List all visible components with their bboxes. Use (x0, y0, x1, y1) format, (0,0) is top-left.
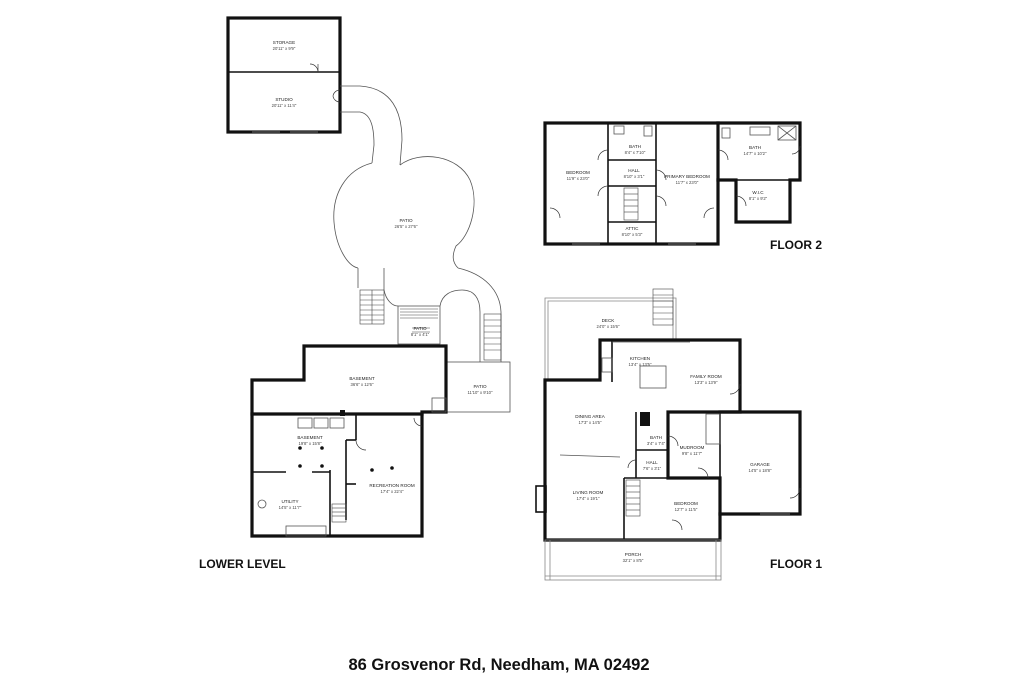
room-dining-area: DINING AREA 17'3" x 14'5" (575, 414, 606, 425)
room-name: BATH (629, 144, 641, 149)
room-name: PRIMARY BEDROOM (664, 174, 710, 179)
room-name: BASEMENT (297, 435, 322, 440)
room-dim: 36'6" x 12'6" (351, 382, 374, 387)
room-name: PATIO (413, 326, 427, 331)
room-name: W.I.C (752, 190, 764, 195)
room-dim: 11'7" x 23'0" (676, 180, 699, 185)
floor-label-floor-1: FLOOR 1 (770, 557, 822, 571)
room-name: FAMILY ROOM (690, 374, 722, 379)
room-dim: 20'11" x 9'9" (273, 46, 296, 51)
room-name: PATIO (473, 384, 487, 389)
room-mudroom: MUDROOM 9'8" x 11'7" (680, 445, 705, 456)
room-dim: 32'1" x 8'5" (623, 558, 644, 563)
room-hall-f2: HALL 8'10" x 3'1" (624, 168, 645, 179)
room-name: BATH (650, 435, 662, 440)
room-dim: 8'1" x 9'2" (749, 196, 768, 201)
room-storage: STORAGE 20'11" x 9'9" (273, 40, 296, 51)
room-utility: UTILITY 14'5" x 11'7" (279, 499, 302, 510)
floor2-walls (543, 121, 802, 246)
room-bath-f1: BATH 3'4" x 7'4" (647, 435, 666, 446)
room-name: PORCH (625, 552, 642, 557)
room-dim: 8'10" x 3'1" (624, 174, 645, 179)
room-dim: 14'5" x 11'7" (279, 505, 302, 510)
floor1-walls (535, 338, 802, 542)
room-patio-small: PATIO 8'1" x 4'1" (411, 326, 430, 337)
room-dim: 19'8" x 15'8" (299, 441, 322, 446)
room-studio: STUDIO 20'11" x 11'4" (272, 97, 297, 108)
room-name: PATIO (399, 218, 413, 223)
room-name: STUDIO (275, 97, 293, 102)
property-address: 86 Grosvenor Rd, Needham, MA 02492 (348, 656, 649, 674)
floor1-porch (544, 539, 722, 581)
room-name: UTILITY (281, 499, 298, 504)
room-dim: 14'5" x 18'8" (749, 468, 772, 473)
room-dim: 11'9" x 23'0" (567, 176, 590, 181)
room-name: DECK (602, 318, 616, 323)
room-dim: 14'7" x 10'2" (744, 151, 767, 156)
room-name: BEDROOM (566, 170, 590, 175)
room-dim: 24'0" x 15'6" (597, 324, 620, 329)
room-name: GARAGE (750, 462, 770, 467)
floor-label-floor-2: FLOOR 2 (770, 238, 822, 252)
patio-walkway (333, 85, 502, 362)
room-family-room: FAMILY ROOM 13'3" x 13'9" (690, 374, 722, 385)
room-basement-upper: BASEMENT 36'6" x 12'6" (349, 376, 374, 387)
room-patio-side: PATIO 11'10" x 9'10" (468, 384, 493, 395)
room-dim: 17'4" x 22'4" (381, 489, 404, 494)
room-name: BATH (749, 145, 761, 150)
room-deck: DECK 24'0" x 15'6" (597, 318, 620, 329)
small-patio (397, 305, 441, 345)
room-bedroom-f2-left: BEDROOM 11'9" x 23'0" (566, 170, 590, 181)
room-primary-bedroom: PRIMARY BEDROOM 11'7" x 23'0" (664, 174, 710, 185)
side-stairs (445, 313, 511, 413)
room-basement-lower: BASEMENT 19'8" x 15'8" (297, 435, 322, 446)
room-dim: 13'3" x 13'9" (695, 380, 718, 385)
room-porch: PORCH 32'1" x 8'5" (623, 552, 644, 563)
room-dim: 12'7" x 11'5" (675, 507, 698, 512)
room-attic: ATTIC 8'10" x 5'3" (622, 226, 643, 237)
room-bath-f2-primary: BATH 14'7" x 10'2" (744, 145, 767, 156)
room-recreation: RECREATION ROOM 17'4" x 22'4" (369, 483, 415, 494)
room-bedroom-f1: BEDROOM 12'7" x 11'5" (674, 501, 698, 512)
floor-label-lower-level: LOWER LEVEL (199, 557, 286, 571)
room-name: BEDROOM (674, 501, 698, 506)
room-bath-f2-hall: BATH 8'4" x 7'10" (625, 144, 646, 155)
room-kitchen: KITCHEN 13'4" x 13'5" (629, 356, 652, 367)
room-dim: 8'4" x 7'10" (625, 150, 646, 155)
outbuilding (226, 16, 342, 134)
room-dim: 8'10" x 5'3" (622, 232, 643, 237)
room-name: LIVING ROOM (573, 490, 604, 495)
room-dim: 26'5" x 27'6" (395, 224, 418, 229)
room-name: BASEMENT (349, 376, 374, 381)
room-hall-f1: HALL 7'6" x 3'1" (643, 460, 662, 471)
room-dim: 20'11" x 11'4" (272, 103, 297, 108)
room-name: STORAGE (273, 40, 295, 45)
room-dim: 17'4" x 19'1" (577, 496, 600, 501)
room-name: KITCHEN (630, 356, 650, 361)
lower-level-walls (250, 344, 448, 538)
room-name: ATTIC (626, 226, 640, 231)
room-name: RECREATION ROOM (369, 483, 415, 488)
room-name: MUDROOM (680, 445, 705, 450)
room-dim: 11'10" x 9'10" (468, 390, 493, 395)
room-dim: 9'8" x 11'7" (682, 451, 703, 456)
room-dim: 13'4" x 13'5" (629, 362, 652, 367)
room-dim: 7'6" x 3'1" (643, 466, 662, 471)
room-name: HALL (646, 460, 658, 465)
room-living-room: LIVING ROOM 17'4" x 19'1" (573, 490, 604, 501)
room-dim: 17'3" x 14'5" (579, 420, 602, 425)
floor1-deck (544, 288, 677, 382)
room-patio-large: PATIO 26'5" x 27'6" (395, 218, 418, 229)
room-dim: 3'4" x 7'4" (647, 441, 666, 446)
room-dim: 8'1" x 4'1" (411, 332, 430, 337)
room-name: DINING AREA (575, 414, 606, 419)
room-garage: GARAGE 14'5" x 18'8" (749, 462, 772, 473)
room-name: HALL (628, 168, 640, 173)
lower-stairs (359, 289, 385, 325)
room-wic: W.I.C 8'1" x 9'2" (749, 190, 768, 201)
